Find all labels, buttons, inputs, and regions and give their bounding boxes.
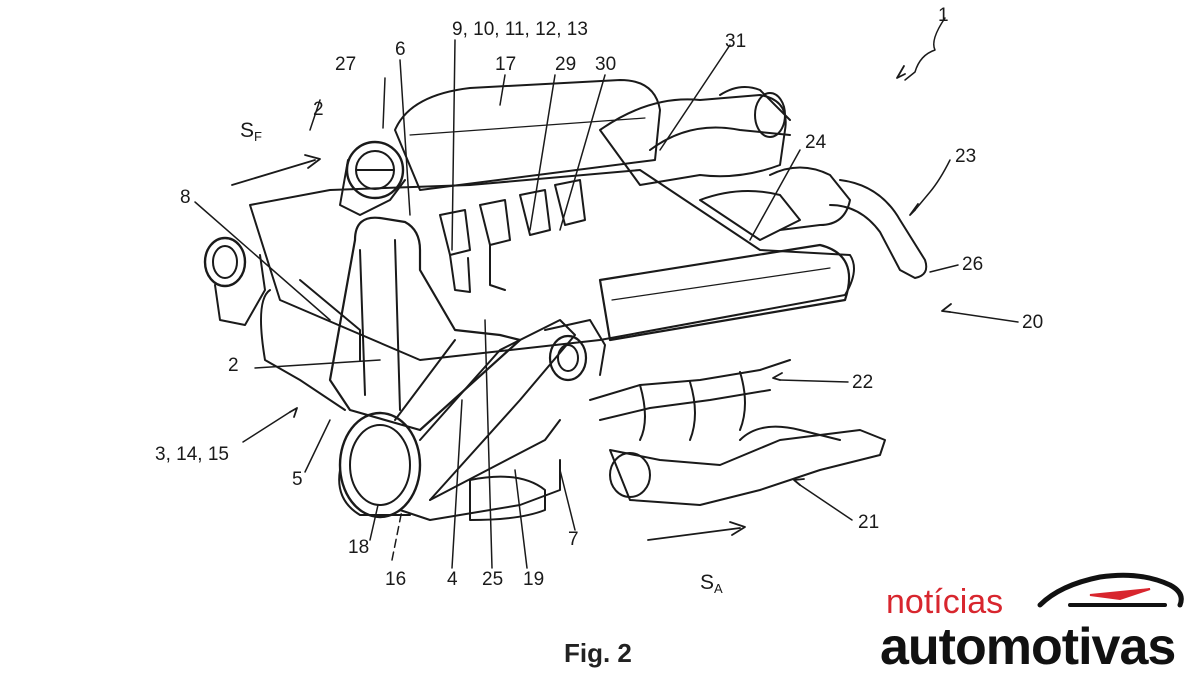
label-9-13: 9, 10, 11, 12, 13 [452, 19, 588, 40]
label-sa: SA [700, 571, 723, 596]
label-22: 22 [852, 372, 874, 393]
label-29: 29 [555, 54, 577, 75]
label-18: 18 [348, 537, 370, 558]
label-20: 20 [1022, 312, 1044, 333]
label-21: 21 [858, 512, 880, 533]
label-23: 23 [955, 146, 977, 167]
label-26: 26 [962, 254, 984, 275]
label-25: 25 [482, 569, 504, 590]
label-19: 19 [523, 569, 545, 590]
label-17: 17 [495, 54, 517, 75]
noticias-automotivas-logo: notícias automotivas [880, 565, 1190, 676]
label-5: 5 [292, 469, 303, 490]
label-31: 31 [725, 31, 747, 52]
label-2-top: 2 [313, 99, 324, 120]
car-silhouette-icon [1037, 572, 1184, 608]
label-4: 4 [447, 569, 458, 590]
label-8: 8 [180, 187, 191, 208]
figure-caption: Fig. 2 [564, 638, 632, 668]
label-3-14-15: 3, 14, 15 [155, 444, 229, 465]
label-24: 24 [805, 132, 827, 153]
label-27: 27 [335, 54, 357, 75]
label-6: 6 [395, 39, 406, 60]
label-16: 16 [385, 569, 407, 590]
logo-line-2: automotivas [880, 618, 1176, 676]
logo-line-1: notícias [886, 583, 1004, 621]
label-2-mid: 2 [228, 355, 239, 376]
label-30: 30 [595, 54, 617, 75]
label-7: 7 [568, 529, 579, 550]
label-1: 1 [938, 5, 949, 26]
label-sf: SF [240, 119, 262, 144]
